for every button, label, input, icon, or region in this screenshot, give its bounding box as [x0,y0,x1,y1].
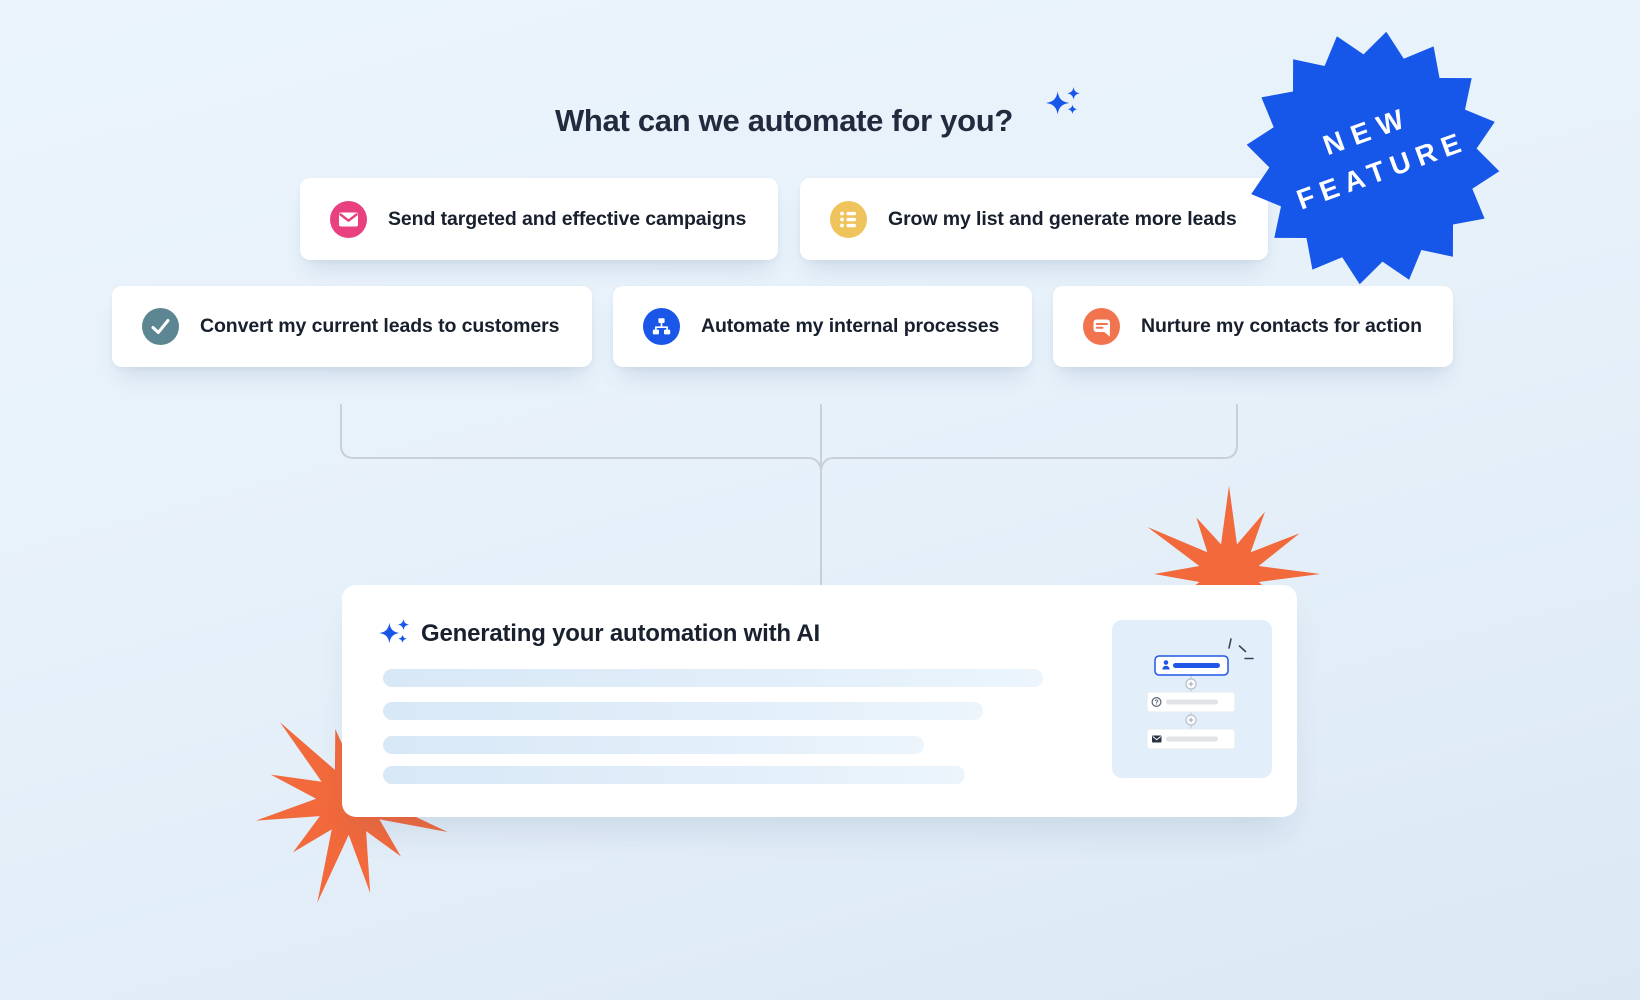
flow-step-email [1146,728,1236,750]
option-card-convert-leads[interactable]: Convert my current leads to customers [112,286,592,367]
automation-flow-preview: ? [1112,620,1272,778]
ai-sparkles-icon [1046,87,1080,115]
option-card-grow-list[interactable]: Grow my list and generate more leads [800,178,1268,260]
svg-text:?: ? [1154,700,1158,707]
envelope-icon [330,200,367,238]
ai-sparkles-icon [379,618,410,644]
sitemap-icon [643,308,680,345]
starburst-decoration-top-right [1147,485,1321,670]
skeleton-bar [383,702,983,720]
badge-starburst [1246,31,1500,285]
option-label: Convert my current leads to customers [200,315,560,337]
chat-bubble-icon [1083,308,1120,345]
option-card-send-campaigns[interactable]: Send targeted and effective campaigns [300,178,778,260]
ai-generation-card: Generating your automation with AI [342,585,1297,817]
option-card-nurture-contacts[interactable]: Nurture my contacts for action [1053,286,1453,367]
click-marks-icon [1228,638,1254,660]
skeleton-bar [383,766,965,784]
flow-step-question: ? [1146,691,1236,713]
page-title: What can we automate for you? [554,103,1014,138]
flow-step-contact [1154,655,1229,676]
option-label: Nurture my contacts for action [1141,315,1422,337]
list-icon [830,200,867,238]
connector-lines [340,404,1238,586]
option-card-automate-processes[interactable]: Automate my internal processes [613,286,1032,367]
new-feature-badge: NEW FEATURE [1243,28,1507,292]
option-label: Automate my internal processes [701,315,1000,337]
skeleton-bar [383,736,924,754]
option-label: Send targeted and effective campaigns [388,207,747,230]
skeleton-bar [383,669,1043,687]
add-step-node [1185,714,1197,726]
ai-generation-header: Generating your automation with AI [379,618,820,650]
add-step-node [1185,678,1197,690]
option-label: Grow my list and generate more leads [888,207,1237,230]
checkmark-icon [142,308,179,345]
ai-generation-title: Generating your automation with AI [421,620,820,647]
